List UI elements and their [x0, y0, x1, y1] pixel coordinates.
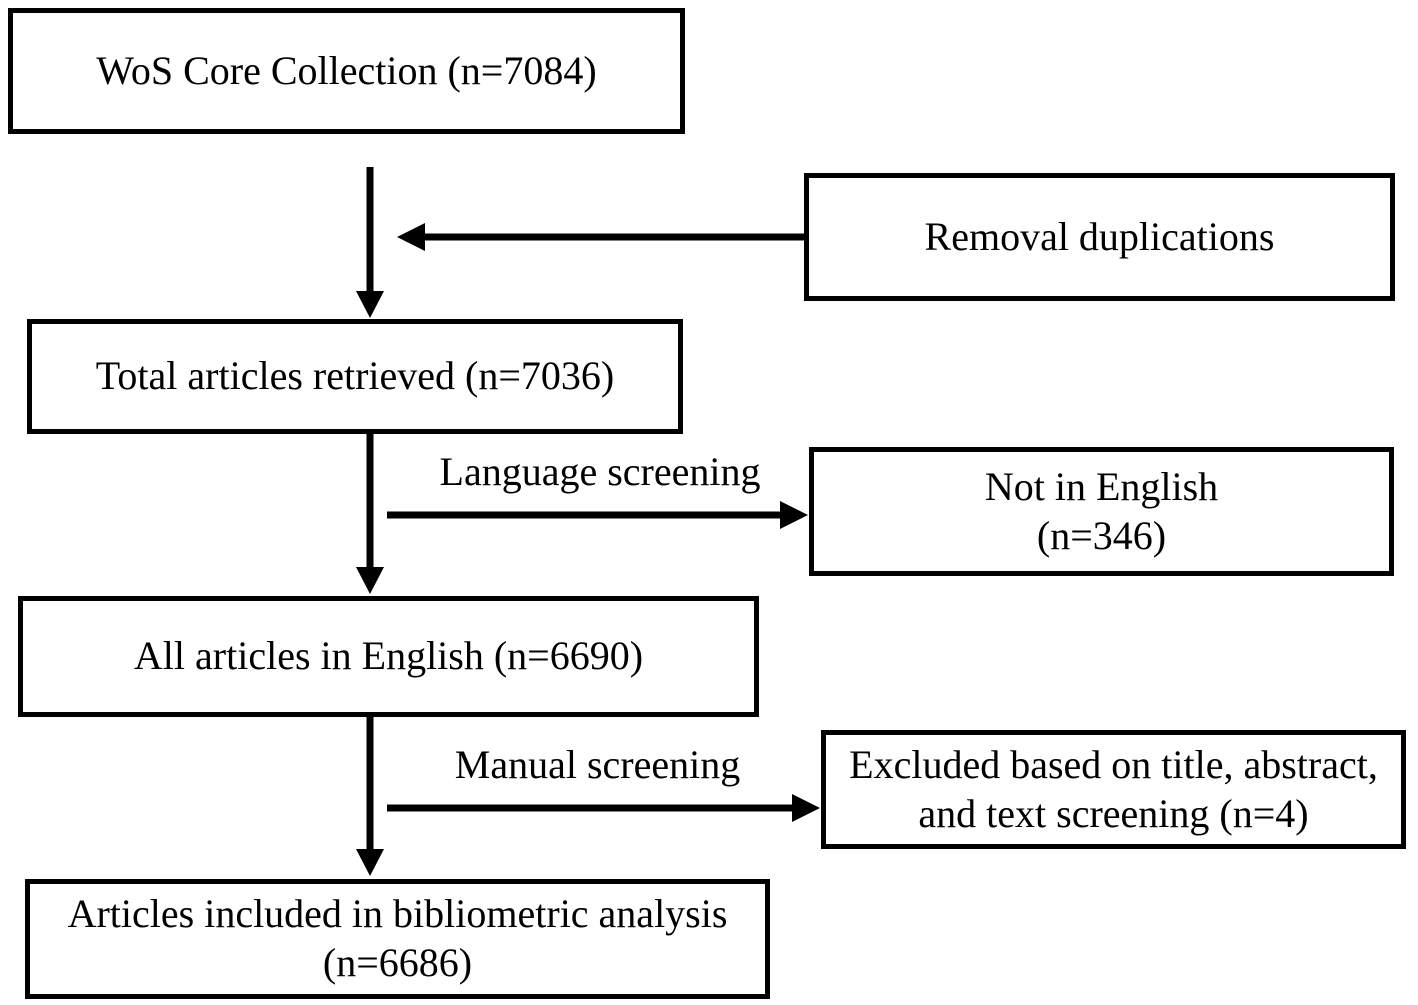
box-wos-core-collection: WoS Core Collection (n=7084) — [8, 8, 685, 134]
box-removal-label: Removal duplications — [924, 213, 1275, 259]
box-not-english-line2: (n=346) — [1036, 512, 1167, 558]
box-excluded-screening: Excluded based on title, abstract, and t… — [821, 730, 1406, 849]
arrow-removal-to-flow — [397, 223, 804, 251]
arrow-total-to-english — [356, 433, 384, 594]
box-all-articles-in-english: All articles in English (n=6690) — [18, 596, 759, 717]
box-included-line2: (n=6686) — [322, 940, 473, 985]
edge-label-language-screening: Language screening — [439, 449, 761, 494]
arrow-manual-to-excluded — [387, 794, 820, 822]
box-articles-included: Articles included in bibliometric analys… — [25, 879, 770, 999]
box-included-line1: Articles included in bibliometric analys… — [67, 891, 728, 937]
edge-label-manual-screening: Manual screening — [454, 742, 741, 787]
box-excluded-line2: and text screening (n=4) — [918, 790, 1309, 836]
box-english-label: All articles in English (n=6690) — [133, 633, 644, 679]
arrow-language-to-not-english — [387, 501, 808, 529]
arrow-wos-to-total — [356, 167, 384, 318]
box-total-articles-retrieved: Total articles retrieved (n=7036) — [27, 319, 683, 434]
box-total-label: Total articles retrieved (n=7036) — [95, 353, 615, 399]
arrow-english-to-included — [356, 717, 384, 876]
box-wos-label: WoS Core Collection (n=7084) — [96, 47, 597, 93]
box-not-in-english: Not in English (n=346) — [809, 447, 1394, 576]
box-removal-duplications: Removal duplications — [804, 173, 1395, 301]
box-not-english-line1: Not in English — [984, 463, 1219, 509]
box-excluded-line1: Excluded based on title, abstract, — [849, 741, 1378, 787]
